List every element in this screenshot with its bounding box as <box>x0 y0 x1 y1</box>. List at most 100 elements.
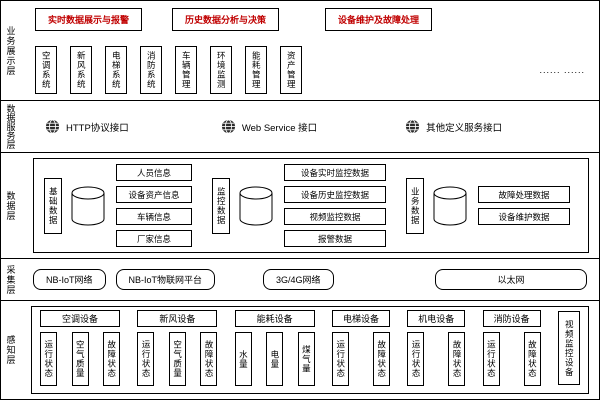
device-metric-row: 水量 电量 煤气量 <box>234 332 315 386</box>
system-box: 资产管理 <box>280 46 302 94</box>
data-group-label: 监控数据 <box>212 177 230 234</box>
system-box: 环境监测 <box>210 46 232 94</box>
system-box-label: 环境监测 <box>216 51 227 89</box>
device-group-header: 消防设备 <box>482 310 541 327</box>
data-layer-content: 基础数据 人员信息 设备资产信息 车辆信息 厂家信息 监控数据 设备实时监控数据… <box>19 153 599 258</box>
system-box: 电梯系统 <box>105 46 127 94</box>
data-group-monitor: 监控数据 设备实时监控数据 设备历史监控数据 视频监控数据 报警数据 <box>212 164 386 247</box>
data-group-label: 基础数据 <box>44 177 62 234</box>
device-metric-label: 运行状态 <box>411 340 422 378</box>
data-item: 车辆信息 <box>116 208 192 225</box>
device-container: 空调设备 运行状态 空气质量 故障状态 新风设备 运行状态 空气质量 故障状态 <box>31 306 589 394</box>
network-row: NB-IoT网络 NB-IoT物联网平台 3G/4G网络 以太网 <box>19 259 599 300</box>
layer-business-display: 业务展示层 实时数据展示与报警 历史数据分析与决策 设备维护及故障处理 空调系统… <box>1 1 599 101</box>
interface-row: HTTP协议接口 Web Service 接口 其他定义服务接口 <box>19 101 599 152</box>
device-metric-label: 故障状态 <box>527 340 538 378</box>
layer-data: 数据层 基础数据 人员信息 设备资产信息 车辆信息 厂家信息 监控数据 <box>1 153 599 259</box>
device-metric-row: 运行状态 故障状态 <box>331 332 390 386</box>
app-box: 设备维护及故障处理 <box>325 8 433 31</box>
device-metric-box: 运行状态 <box>407 332 425 386</box>
layer-label-text: 数据层 <box>5 190 16 221</box>
video-monitor-box: 视频监控设备 <box>557 311 580 385</box>
data-group-label-text: 基础数据 <box>48 186 59 225</box>
device-metric-box: 故障状态 <box>523 332 541 386</box>
device-metric-row: 运行状态 故障状态 <box>407 332 466 386</box>
device-metric-box: 运行状态 <box>331 332 349 386</box>
database-icon <box>71 186 105 225</box>
layer-label-text: 采集层 <box>5 264 16 295</box>
device-metric-box: 煤气量 <box>297 332 315 386</box>
network-box: 3G/4G网络 <box>263 269 334 290</box>
data-item: 人员信息 <box>116 164 192 181</box>
device-metric-box: 运行状态 <box>137 332 155 386</box>
device-metric-box: 运行状态 <box>40 332 57 386</box>
layer-label-perception: 感知层 <box>1 301 19 399</box>
device-metric-label: 故障状态 <box>376 340 387 378</box>
device-metric-label: 空气质量 <box>75 340 86 378</box>
system-box-label: 资产管理 <box>286 51 297 89</box>
device-metric-label: 故障状态 <box>106 340 117 378</box>
layer-label-text: 业务展示层 <box>5 25 16 76</box>
device-metric-label: 运行状态 <box>141 340 152 378</box>
device-group-fire: 消防设备 运行状态 故障状态 <box>482 310 541 386</box>
network-box: NB-IoT物联网平台 <box>115 269 216 290</box>
data-item-list: 人员信息 设备资产信息 车辆信息 厂家信息 <box>116 164 192 247</box>
data-item: 报警数据 <box>284 230 386 247</box>
device-group-header: 能耗设备 <box>234 310 315 327</box>
data-item: 设备实时监控数据 <box>284 164 386 181</box>
device-metric-row: 运行状态 空气质量 故障状态 <box>137 332 218 386</box>
data-group-label-text: 监控数据 <box>216 186 227 225</box>
device-metric-box: 运行状态 <box>482 332 500 386</box>
system-box: 能耗管理 <box>245 46 267 94</box>
globe-icon <box>45 119 60 134</box>
device-metric-row: 运行状态 空气质量 故障状态 <box>40 332 120 386</box>
device-metric-box: 电量 <box>266 332 284 386</box>
data-item: 视频监控数据 <box>284 208 386 225</box>
data-item: 设备资产信息 <box>116 186 192 203</box>
globe-icon <box>221 119 235 134</box>
system-box: 新风系统 <box>70 46 92 94</box>
system-box-label: 能耗管理 <box>251 51 262 89</box>
interface-label: Web Service 接口 <box>241 122 318 134</box>
device-group-electromechanical: 机电设备 运行状态 故障状态 <box>407 310 466 386</box>
device-metric-label: 运行状态 <box>486 340 497 378</box>
more-dots: ...... ...... <box>539 65 585 75</box>
device-metric-label: 运行状态 <box>335 340 346 378</box>
collection-layer-content: NB-IoT网络 NB-IoT物联网平台 3G/4G网络 以太网 <box>19 259 599 300</box>
globe-icon <box>406 119 420 134</box>
system-box-label: 消防系统 <box>146 51 157 89</box>
video-monitor-label: 视频监控设备 <box>564 319 575 377</box>
interface-label: HTTP协议接口 <box>66 122 129 134</box>
device-group-elevator: 电梯设备 运行状态 故障状态 <box>331 310 390 386</box>
layer-label-data: 数据层 <box>1 153 19 258</box>
data-container: 基础数据 人员信息 设备资产信息 车辆信息 厂家信息 监控数据 设备实时监控数据… <box>33 158 589 253</box>
system-box: 消防系统 <box>140 46 162 94</box>
layer-data-service: 数据服务层 HTTP协议接口 Web Service 接口 其他定义服务接口 <box>1 101 599 153</box>
system-box-label: 电梯系统 <box>111 51 122 89</box>
device-metric-box: 空气质量 <box>168 332 186 386</box>
data-item: 厂家信息 <box>116 230 192 247</box>
layer-label-collection: 采集层 <box>1 259 19 300</box>
interface-label: 其他定义服务接口 <box>426 122 503 134</box>
app-box: 实时数据展示与报警 <box>35 8 143 31</box>
layer-label-display: 业务展示层 <box>1 1 19 100</box>
device-group-header: 电梯设备 <box>331 310 390 327</box>
data-item-list: 设备实时监控数据 设备历史监控数据 视频监控数据 报警数据 <box>284 164 386 247</box>
device-metric-label: 电量 <box>269 349 280 369</box>
database-icon <box>433 186 467 225</box>
device-metric-box: 水量 <box>234 332 252 386</box>
system-box-label: 车辆管理 <box>181 51 192 89</box>
device-metric-box: 故障状态 <box>103 332 120 386</box>
data-group-label-text: 业务数据 <box>410 186 421 225</box>
database-icon <box>239 186 273 225</box>
network-box: NB-IoT网络 <box>33 269 106 290</box>
device-group-header: 机电设备 <box>407 310 466 327</box>
device-group-energy: 能耗设备 水量 电量 煤气量 <box>234 310 315 386</box>
interface-item: HTTP协议接口 <box>45 119 129 134</box>
service-layer-content: HTTP协议接口 Web Service 接口 其他定义服务接口 <box>19 101 599 152</box>
app-row: 实时数据展示与报警 历史数据分析与决策 设备维护及故障处理 <box>35 8 599 31</box>
device-metric-box: 故障状态 <box>372 332 390 386</box>
system-box: 空调系统 <box>35 46 57 94</box>
device-metric-label: 煤气量 <box>301 344 312 374</box>
